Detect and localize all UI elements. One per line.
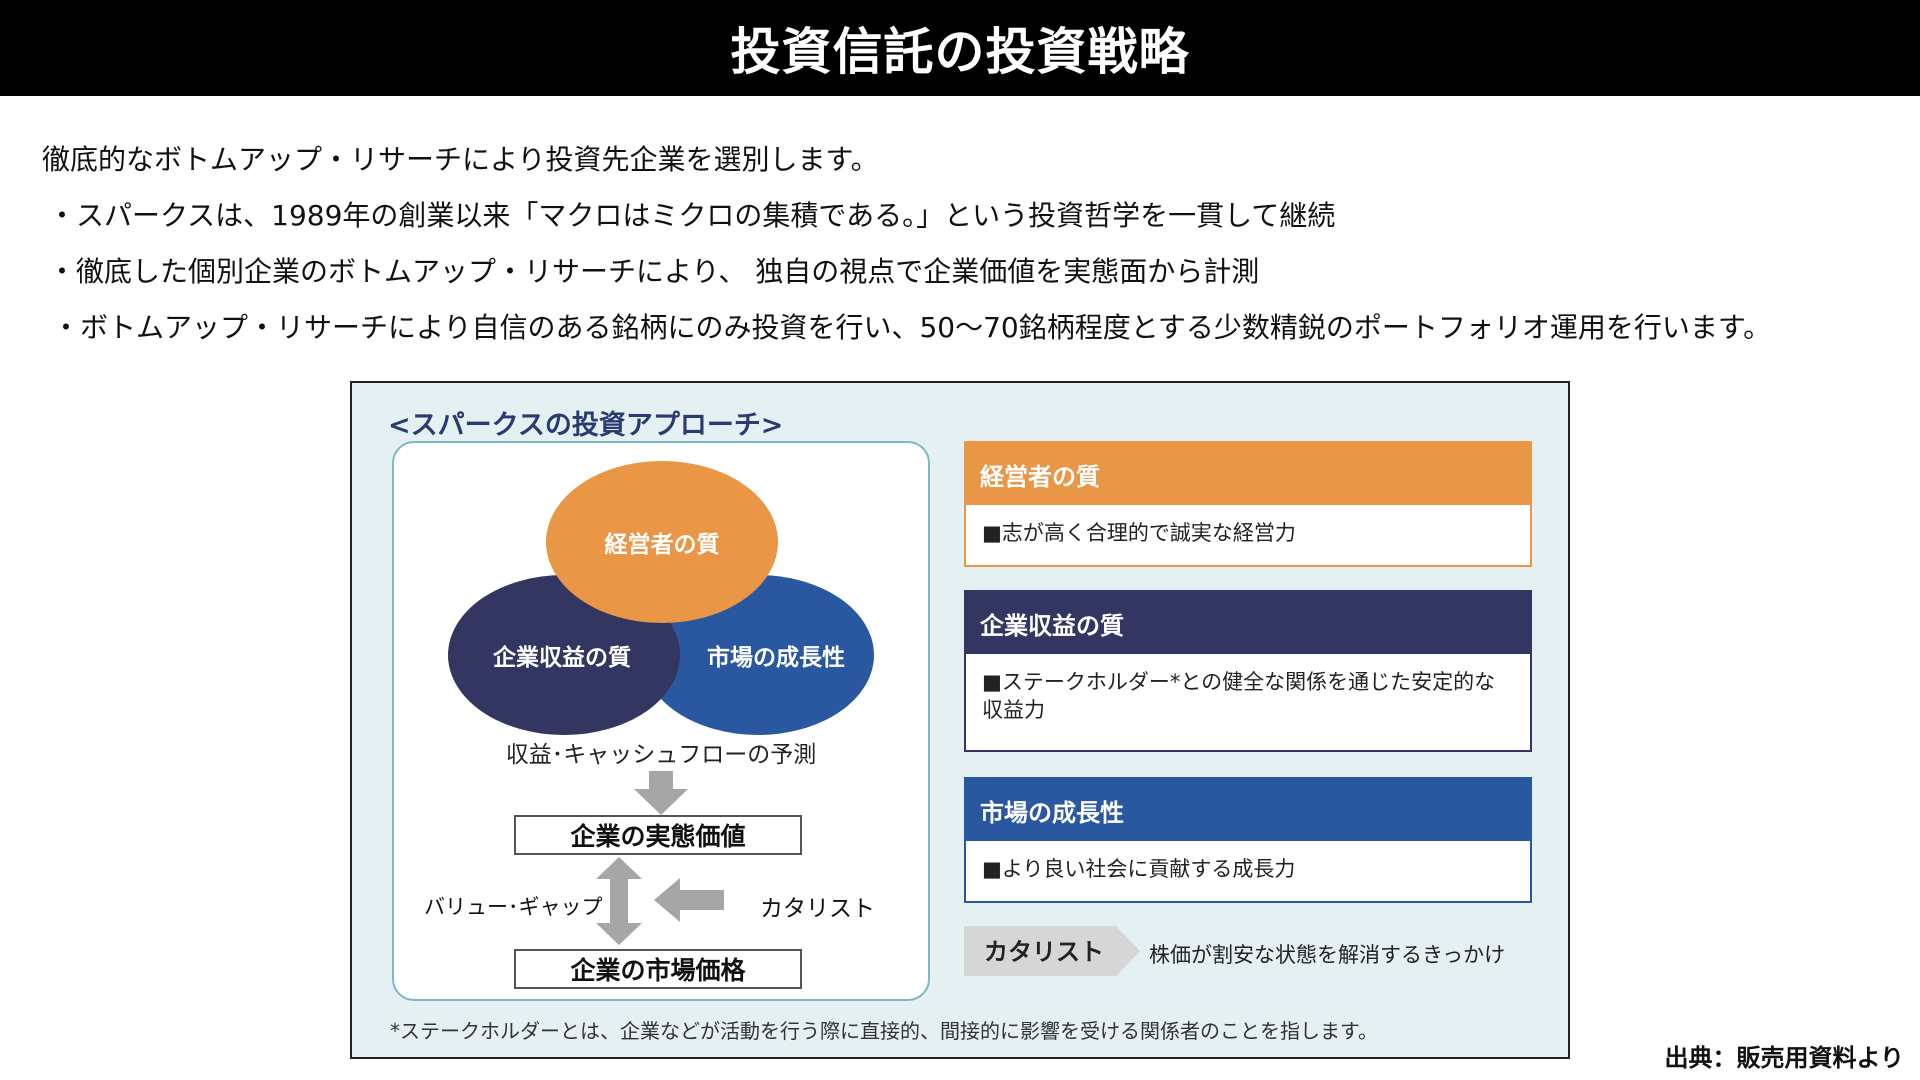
footnote: *ステークホルダーとは、企業などが活動を行う際に直接的、間接的に影響を受ける関係… [390,1019,1378,1043]
down-arrow-icon [634,771,688,815]
panel-title: <スパークスの投資アプローチ> [388,410,784,441]
card-title: 企業収益の質 [966,592,1530,654]
left-arrow-icon [654,878,724,922]
circle-management-label: 経営者の質 [604,532,720,558]
catalyst-label: カタリスト [760,896,875,922]
circle-earnings-label: 企業収益の質 [493,645,631,671]
circle-market-label: 市場の成長性 [707,645,845,671]
card-earnings-quality: 企業収益の質 ■ステークホルダー*との健全な関係を通じた安定的な収益力 [964,590,1532,752]
intro-text: 徹底的なボトムアップ・リサーチにより投資先企業を選別します。 [42,143,879,176]
source-note: 出典：販売用資料より [1664,1044,1904,1072]
circle-management-quality: 経営者の質 [546,461,778,623]
bullet-philosophy: ・スパークスは、1989年の創業以来「マクロはミクロの集積である。」という投資哲… [48,199,1336,232]
catalyst-tag-label: カタリスト [984,938,1104,966]
investment-approach-panel: <スパークスの投資アプローチ> 経営者の質 企業収益の質 市場の成長性 収益･キ… [350,381,1570,1059]
intrinsic-value-box: 企業の実態価値 [514,815,802,855]
double-arrow-icon [596,857,642,945]
bullet-research: ・徹底した個別企業のボトムアップ・リサーチにより、 独自の視点で企業価値を実態面… [48,255,1260,288]
card-title: 市場の成長性 [966,779,1530,841]
catalyst-tag: カタリスト [964,926,1140,976]
card-body: ■志が高く合理的で誠実な経営力 [982,521,1296,545]
value-gap-label: バリュー･ギャップ [424,895,603,919]
card-market-growth: 市場の成長性 ■より良い社会に貢献する成長力 [964,777,1532,903]
forecast-label: 収益･キャッシュフローの予測 [505,742,817,768]
page-title: 投資信託の投資戦略 [0,0,1920,96]
catalyst-description: 株価が割安な状態を解消するきっかけ [1149,943,1506,967]
card-management-quality: 経営者の質 ■志が高く合理的で誠実な経営力 [964,441,1532,567]
market-price-box: 企業の市場価格 [514,949,802,989]
card-body: ■より良い社会に貢献する成長力 [982,857,1296,881]
bullet-portfolio: ・ボトムアップ・リサーチにより自信のある銘柄にのみ投資を行い、50〜70銘柄程度… [52,311,1772,344]
card-title: 経営者の質 [966,443,1530,505]
approach-diagram: 経営者の質 企業収益の質 市場の成長性 収益･キャッシュフローの予測 企業の実態… [392,441,930,1001]
card-body: ■ステークホルダー*との健全な関係を通じた安定的な収益力 [982,670,1496,722]
